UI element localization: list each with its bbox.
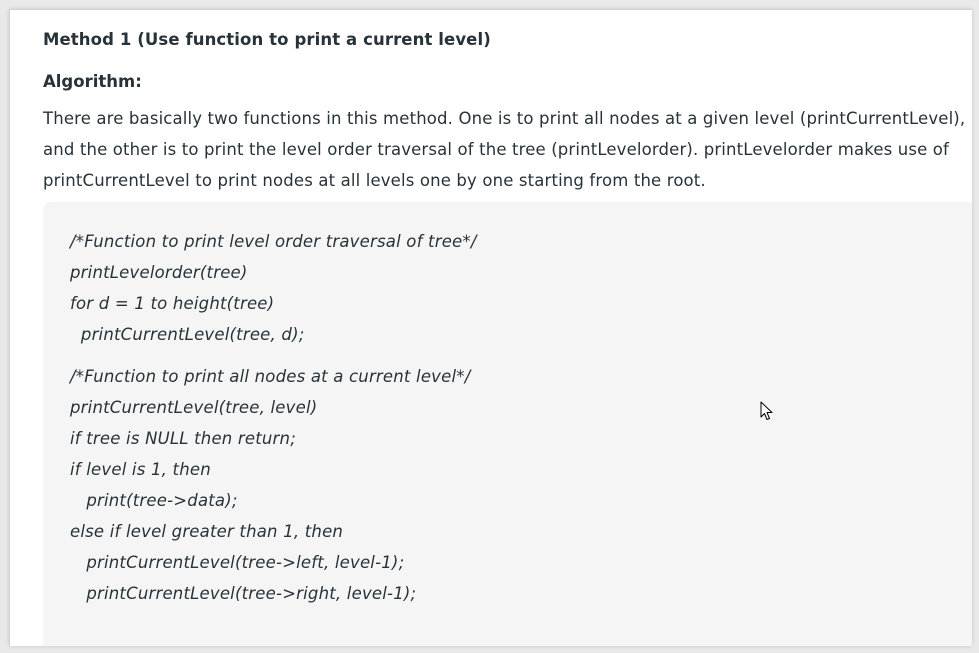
code-line: if level is 1, then [70, 460, 211, 479]
code-line: /*Function to print level order traversa… [70, 232, 477, 251]
article-window: Method 1 (Use function to print a curren… [9, 9, 972, 646]
code-line: printCurrentLevel(tree->left, level-1); [70, 553, 405, 572]
code-spacer [70, 350, 477, 361]
description-line: printCurrentLevel to print nodes at all … [43, 171, 706, 190]
method-heading: Method 1 (Use function to print a curren… [43, 30, 491, 49]
code-line: printCurrentLevel(tree, level) [70, 398, 318, 417]
code-line: printLevelorder(tree) [70, 263, 248, 282]
code-line: printCurrentLevel(tree->right, level-1); [70, 584, 417, 603]
description-line: and the other is to print the level orde… [43, 140, 950, 159]
code-line: else if level greater than 1, then [70, 522, 344, 541]
mouse-pointer-icon [760, 401, 773, 420]
code-line: print(tree->data); [70, 491, 238, 510]
algorithm-label: Algorithm: [43, 72, 142, 91]
description-line: There are basically two functions in thi… [43, 109, 966, 128]
code-line: if tree is NULL then return; [70, 429, 296, 448]
code-line: printCurrentLevel(tree, d); [70, 325, 305, 344]
code-line: /*Function to print all nodes at a curre… [70, 367, 471, 386]
code-block: /*Function to print level order traversa… [43, 202, 972, 646]
code-line: for d = 1 to height(tree) [70, 294, 275, 313]
algorithm-description: There are basically two functions in thi… [43, 103, 972, 196]
pseudocode: /*Function to print level order traversa… [70, 226, 477, 609]
